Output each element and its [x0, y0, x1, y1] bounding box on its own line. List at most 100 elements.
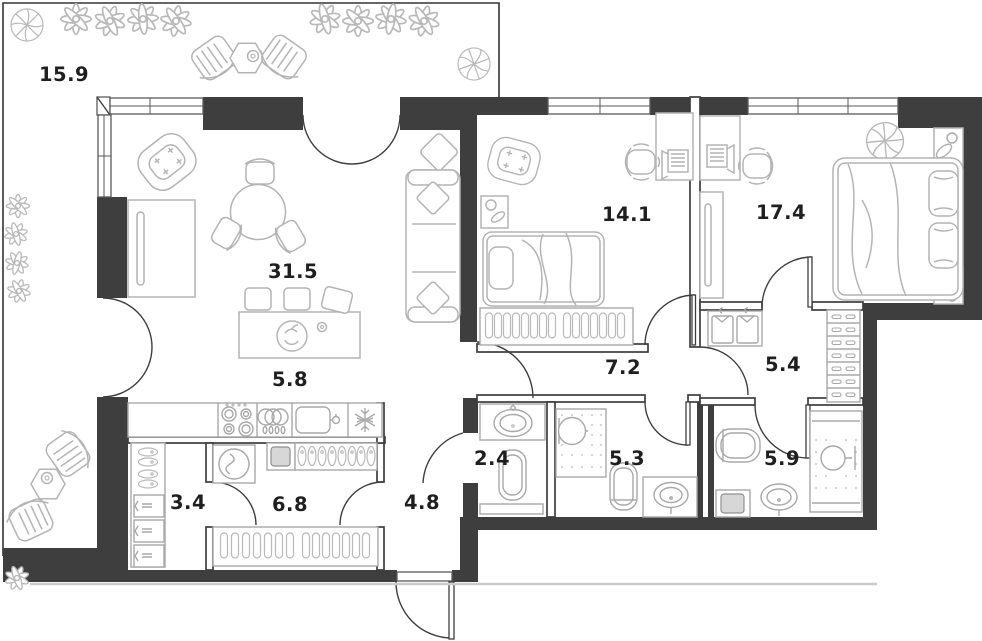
- terrace-seating-bottom: [1, 424, 97, 546]
- room-area-kitchen: 5.8: [272, 368, 308, 391]
- sink: [642, 476, 698, 518]
- door-arc: [761, 256, 813, 308]
- door-arc: [102, 346, 153, 398]
- kitchen-counter: [127, 402, 383, 438]
- hallway: 7.2: [605, 356, 641, 379]
- living-room: 31.5 5.8: [127, 126, 461, 438]
- wardrobe-room: 5.4: [707, 307, 861, 403]
- dining-table: [208, 158, 309, 257]
- door-arc: [102, 297, 153, 348]
- shoe-shelf: [130, 442, 166, 568]
- walls: [3, 96, 982, 582]
- bedroom-1: 14.1: [479, 112, 694, 346]
- room-area-terrace: 15.9: [39, 63, 89, 86]
- wardrobe-mirror: [699, 191, 724, 299]
- bedroom-2: 17.4: [699, 114, 964, 305]
- sink: [479, 403, 546, 441]
- partition-closet-entry: [376, 442, 385, 483]
- room-area-bedroom2: 17.4: [756, 201, 806, 224]
- room-area-bathroom2: 5.9: [764, 447, 800, 470]
- door-arc: [644, 294, 696, 346]
- entry-hall: 4.8: [404, 491, 440, 514]
- stove: [221, 403, 254, 437]
- office-chair: [737, 147, 774, 185]
- wc: 2.4: [474, 403, 546, 515]
- armchair: [130, 126, 204, 198]
- drawer-unit: [826, 309, 861, 403]
- partition-wc-bath1: [546, 401, 556, 518]
- toilet: [715, 428, 761, 463]
- door-leaf: [691, 294, 697, 346]
- room-area-bedroom1: 14.1: [602, 203, 652, 226]
- door-leaf: [807, 256, 813, 308]
- window: [97, 114, 112, 198]
- kitchen-island: [238, 286, 361, 359]
- bar-stool: [283, 287, 311, 311]
- window: [747, 97, 899, 115]
- bathtub-shower: [809, 410, 863, 513]
- hamper: [266, 442, 296, 471]
- room-area-wc: 2.4: [474, 447, 510, 470]
- door-arc: [644, 401, 689, 446]
- door-arc: [339, 481, 384, 526]
- terrace-chair: [1, 493, 60, 546]
- door-arc: [302, 114, 353, 165]
- doors: [102, 114, 813, 640]
- shelf: [479, 503, 544, 515]
- partition-kitchen-closets: [127, 436, 386, 444]
- partition-wardrobe-bath2: [699, 397, 756, 406]
- room-area-entry: 4.8: [404, 491, 440, 514]
- room-area-wardrobe: 5.4: [765, 353, 801, 376]
- side-table: [480, 195, 509, 229]
- shower: [555, 408, 607, 478]
- pantry: 3.4: [130, 442, 206, 568]
- kitchen-sink: [295, 406, 341, 434]
- door-arc: [754, 404, 809, 459]
- door-arc: [422, 432, 464, 484]
- open-wardrobe: [479, 307, 634, 346]
- entry-door-leaf: [448, 581, 455, 640]
- room-area-pantry: 3.4: [170, 491, 206, 514]
- desk: [699, 115, 741, 181]
- desk: [655, 112, 694, 181]
- washer: [212, 444, 256, 484]
- hanger-rod: [212, 526, 379, 567]
- armchair: [483, 133, 545, 189]
- closet: 6.8: [212, 442, 379, 567]
- fridge: [354, 408, 376, 432]
- terrace-chair: [254, 29, 314, 86]
- slipper-cabinet: [294, 442, 378, 471]
- sink: [760, 483, 798, 516]
- toilet: [609, 462, 638, 511]
- hanging-clothes: [707, 307, 763, 347]
- partition-pantry-closet: [205, 526, 214, 571]
- partition-hall-baths: [687, 394, 701, 403]
- window: [109, 97, 204, 115]
- partition-bedroom2-wardrobe: [699, 301, 763, 311]
- door-arc: [395, 581, 453, 639]
- door-arc: [351, 114, 401, 165]
- bar-stool: [320, 286, 354, 314]
- terrace-outline: [2, 2, 500, 556]
- door-leaf: [685, 401, 691, 446]
- window: [547, 97, 651, 115]
- washing-machine: [715, 489, 751, 518]
- bar-stool: [244, 287, 272, 311]
- terrace: 15.9: [0, 0, 500, 556]
- bed-single: [482, 231, 605, 307]
- terrace-seating-top: [184, 29, 314, 87]
- sofa: [405, 133, 461, 323]
- entry-threshold: [396, 571, 453, 582]
- room-area-bathroom1: 5.3: [609, 447, 645, 470]
- bathroom-2: 5.9: [715, 410, 863, 518]
- office-chair: [624, 143, 661, 181]
- toilet: [498, 449, 527, 501]
- room-area-hallway: 7.2: [605, 356, 641, 379]
- room-area-living: 31.5: [268, 260, 318, 283]
- partition-hall-baths: [476, 394, 646, 403]
- bathroom-1: 5.3: [555, 408, 698, 518]
- tv-console: [127, 199, 196, 298]
- partition-pantry-closet: [205, 442, 214, 483]
